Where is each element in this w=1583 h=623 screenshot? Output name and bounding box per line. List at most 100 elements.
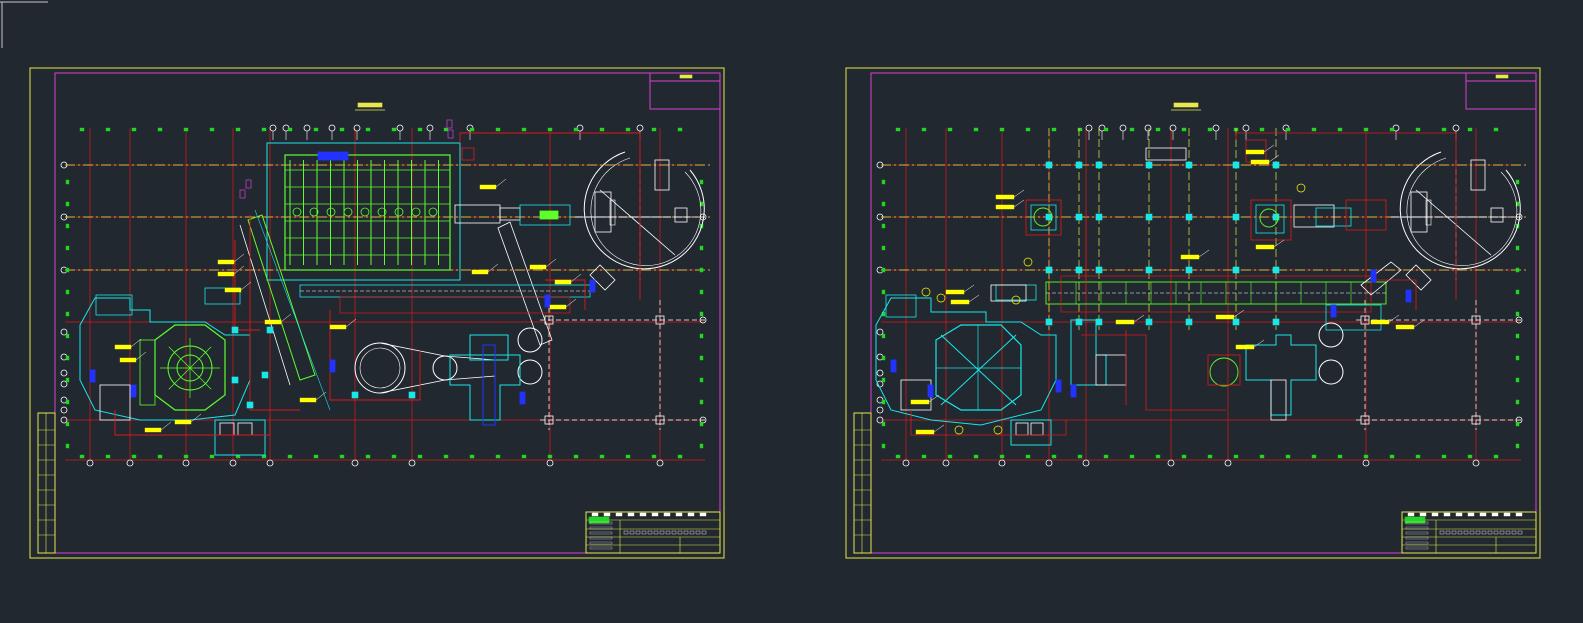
title-block-text-mark bbox=[1407, 512, 1415, 517]
dim-tick bbox=[881, 399, 886, 405]
title-block-text-mark bbox=[1479, 512, 1487, 517]
dim-tick bbox=[1515, 421, 1520, 427]
dim-tick bbox=[1025, 454, 1031, 459]
pump-pad bbox=[1010, 419, 1052, 446]
vessel-spoke bbox=[189, 367, 212, 390]
title-block-text-mark bbox=[677, 530, 683, 535]
dim-tick bbox=[1515, 289, 1520, 295]
callout-leader bbox=[1253, 339, 1265, 348]
dim-tick bbox=[1441, 127, 1447, 132]
dim-tick bbox=[183, 454, 189, 459]
column-square bbox=[1185, 161, 1193, 169]
callout-leader bbox=[345, 318, 357, 328]
dim-tick bbox=[1129, 127, 1135, 132]
column-square bbox=[1095, 213, 1103, 221]
binding-strip bbox=[853, 412, 872, 554]
dim-tick bbox=[881, 377, 886, 383]
title-block-text-mark bbox=[627, 512, 635, 517]
grid-bubble bbox=[876, 328, 884, 336]
callout-leader bbox=[1273, 239, 1285, 248]
column-square bbox=[1232, 266, 1240, 274]
tank-outlet bbox=[589, 264, 616, 291]
column-square bbox=[1095, 161, 1103, 169]
grid-bubble bbox=[60, 416, 68, 424]
dim-tick bbox=[313, 454, 319, 459]
grid-bubble bbox=[328, 124, 336, 132]
title-block-text-mark bbox=[689, 530, 695, 535]
dim-tick bbox=[157, 127, 163, 132]
title-block-text-mark bbox=[589, 521, 613, 525]
pump-enclosure-inner bbox=[1255, 204, 1285, 234]
dim-tick bbox=[1051, 454, 1057, 459]
callout-label bbox=[1250, 159, 1270, 165]
dim-tick bbox=[895, 454, 901, 459]
drum-small bbox=[432, 355, 458, 381]
hydraulic-cylinder bbox=[454, 204, 501, 224]
callout-label bbox=[264, 319, 282, 325]
dim-tick bbox=[1259, 127, 1265, 132]
callout-leader bbox=[1133, 314, 1145, 323]
callout-label bbox=[945, 289, 965, 295]
callout-leader bbox=[968, 294, 980, 303]
tank-arc-inner bbox=[1406, 157, 1518, 266]
dim-tick bbox=[235, 127, 241, 132]
dim-tick bbox=[65, 311, 70, 317]
equipment-marker bbox=[544, 294, 551, 308]
grid-bubble bbox=[269, 124, 277, 132]
title-block-text-mark bbox=[695, 530, 701, 535]
title-block-text-mark bbox=[647, 530, 653, 535]
aux-tank bbox=[885, 294, 917, 318]
grid-bubble bbox=[60, 161, 68, 169]
title-block-text-mark bbox=[603, 512, 611, 517]
column-square bbox=[1145, 266, 1153, 274]
callout-label bbox=[1115, 319, 1135, 325]
column-marker bbox=[231, 326, 239, 334]
column-square bbox=[1185, 266, 1193, 274]
column-square bbox=[1075, 161, 1083, 169]
conveyor-pulley bbox=[517, 359, 543, 385]
dim-tick bbox=[365, 127, 371, 132]
title-block-text-mark bbox=[591, 512, 599, 517]
mixer-frame bbox=[1207, 354, 1241, 386]
title-block-text-mark bbox=[1405, 536, 1429, 540]
pipe-run bbox=[910, 410, 1067, 436]
filter-unit bbox=[1145, 147, 1187, 161]
title-block-frame bbox=[1401, 511, 1537, 554]
column-square bbox=[544, 415, 554, 425]
sheet-right bbox=[845, 67, 1541, 559]
dim-tick bbox=[547, 454, 553, 459]
dim-tick bbox=[973, 127, 979, 132]
callout-label bbox=[1395, 324, 1415, 330]
callout-leader bbox=[963, 284, 975, 293]
dim-tick bbox=[881, 443, 886, 449]
filter-plate-hole bbox=[326, 207, 336, 217]
dim-tick bbox=[599, 127, 605, 132]
pump-shaft bbox=[1270, 379, 1287, 421]
dim-tick bbox=[417, 454, 423, 459]
conveyor-pulley bbox=[517, 327, 543, 353]
title-block-text-mark bbox=[615, 512, 623, 517]
dim-tick bbox=[1337, 454, 1343, 459]
pump-pad-unit bbox=[1015, 422, 1029, 436]
callout-label bbox=[549, 304, 567, 310]
dim-tick bbox=[65, 223, 70, 229]
dim-tick bbox=[999, 127, 1005, 132]
callout-leader bbox=[280, 313, 292, 323]
section-marker bbox=[446, 119, 453, 129]
callout-label bbox=[217, 259, 235, 265]
dim-tick bbox=[1285, 454, 1291, 459]
callout-leader bbox=[1413, 319, 1425, 328]
callout-label bbox=[1215, 314, 1235, 320]
callout-label bbox=[995, 204, 1015, 210]
dim-tick bbox=[65, 377, 70, 383]
conveyor-frame bbox=[1060, 275, 1372, 313]
dim-tick bbox=[625, 454, 631, 459]
dim-tick bbox=[599, 454, 605, 459]
filter-press-housing bbox=[266, 142, 461, 281]
column-square bbox=[1095, 318, 1103, 326]
drum-large bbox=[354, 342, 406, 394]
dim-tick bbox=[973, 454, 979, 459]
mixer-ring bbox=[1209, 357, 1239, 387]
